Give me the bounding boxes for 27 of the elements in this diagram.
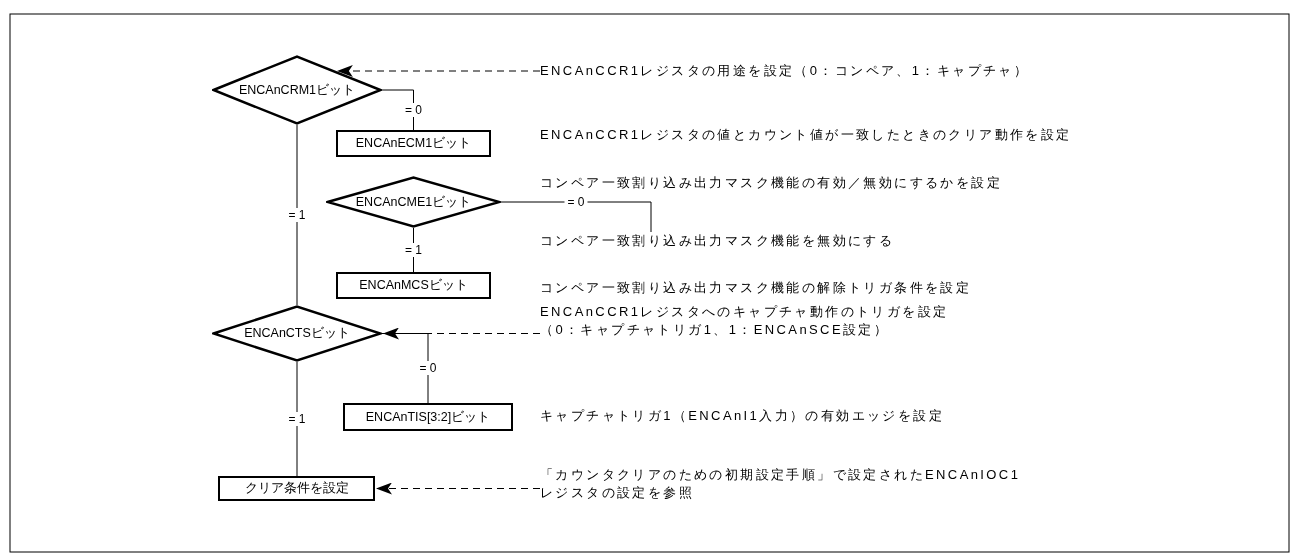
description-text: コンペア一致割り込み出力マスク機能を無効にする: [540, 232, 1140, 250]
description-text: コンペア一致割り込み出力マスク機能の解除トリガ条件を設定: [540, 279, 972, 297]
edge-label: = 0: [402, 103, 425, 117]
connector-line: [296, 361, 298, 477]
edge-label: = 0: [564, 195, 588, 209]
description-text: コンペア一致割り込み出力マスク機能の有効／無効にするかを設定: [540, 174, 1002, 192]
decision-diamond: ENCAnCRM1ビット: [212, 55, 382, 125]
connector-line: [381, 333, 429, 404]
dashed-arrow: [383, 327, 541, 340]
process-box: ENCAnECM1ビット: [336, 130, 491, 157]
description-text: ENCAnCCR1レジスタの値とカウント値が一致したときのクリア動作を設定: [540, 126, 1072, 144]
dashed-arrow: [336, 65, 541, 77]
connector-line: [413, 227, 414, 273]
description-text: ENCAnCCR1レジスタへのキャプチャ動作のトリガを設定（0：キャプチャトリガ1、1：ENCAnSCE設定）: [540, 303, 972, 339]
decision-diamond: ENCAnCTSビット: [212, 305, 382, 362]
process-box: ENCAnMCSビット: [336, 272, 491, 299]
decision-diamond: ENCAnCME1ビット: [326, 176, 501, 228]
connector-line: [381, 89, 414, 131]
process-box: クリア条件を設定: [218, 476, 375, 501]
description-text: キャプチャトリガ1（ENCAnI1入力）の有効エッジを設定: [540, 407, 945, 425]
connector-line: [500, 201, 652, 233]
process-box: ENCAnTIS[3:2]ビット: [343, 403, 513, 431]
connector-line: [296, 124, 298, 306]
dashed-arrow: [376, 482, 541, 495]
edge-label: = 1: [402, 243, 425, 257]
description-text: 「カウンタクリアのための初期設定手順」で設定されたENCAnIOC1レジスタの設定を参照: [540, 466, 1030, 502]
description-text: ENCAnCCR1レジスタの用途を設定（0：コンペア、1：キャプチャ）: [540, 62, 1140, 80]
